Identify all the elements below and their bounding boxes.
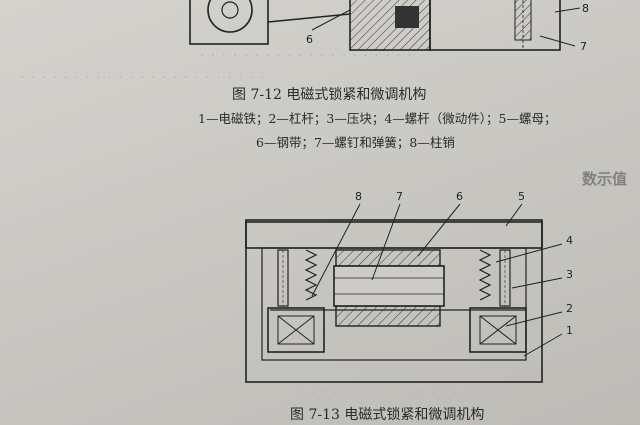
fig13-label-3: 3 xyxy=(566,268,573,281)
fig13-label-5: 5 xyxy=(518,190,525,203)
fig13-label-6: 6 xyxy=(456,190,463,203)
show-through-text: · · · · · · · · · · · · · · · · · · · · … xyxy=(20,70,266,86)
fig12-label-8: 8 xyxy=(582,2,589,15)
fig13-label-7: 7 xyxy=(396,190,403,203)
figure-7-12-legend-line1: 1—电磁铁；2—杠杆；3—压块；4—螺杆（微动件）；5—螺母； xyxy=(198,111,557,126)
show-through-text: · · · · · · · · · · · · · · · · xyxy=(300,385,469,401)
section-heading-fragment: 数示值 xyxy=(582,170,628,188)
fig12-label-7: 7 xyxy=(580,40,587,53)
figure-7-12-caption: 图 7-12 电磁式锁紧和微调机构 xyxy=(232,87,427,103)
fig13-label-4: 4 xyxy=(566,234,573,247)
fig13-label-8: 8 xyxy=(355,190,362,203)
fig12-label-6: 6 xyxy=(306,33,313,46)
figure-7-12-legend-line2: 6—钢带；7—螺钉和弹簧；8—柱销 xyxy=(256,135,455,150)
figure-7-13-caption: 图 7-13 电磁式锁紧和微调机构 xyxy=(290,407,485,423)
show-through-text: · · · · · · · · · · · · · · · · · · · · xyxy=(200,48,413,64)
fig13-label-1: 1 xyxy=(566,324,573,337)
fig13-label-2: 2 xyxy=(566,302,573,315)
